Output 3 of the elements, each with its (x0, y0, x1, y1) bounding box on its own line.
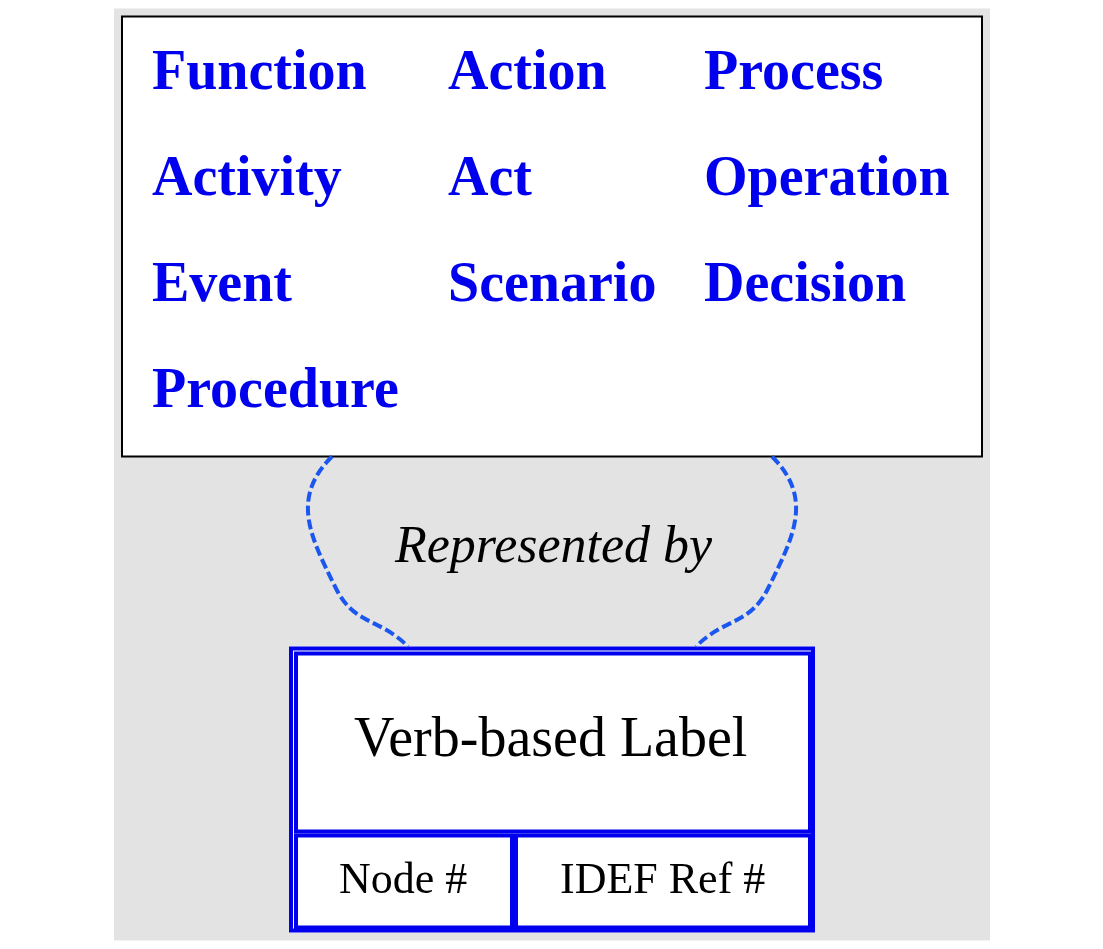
connector (694, 455, 798, 648)
label: Represented by (394, 516, 712, 574)
connector (305, 455, 409, 648)
